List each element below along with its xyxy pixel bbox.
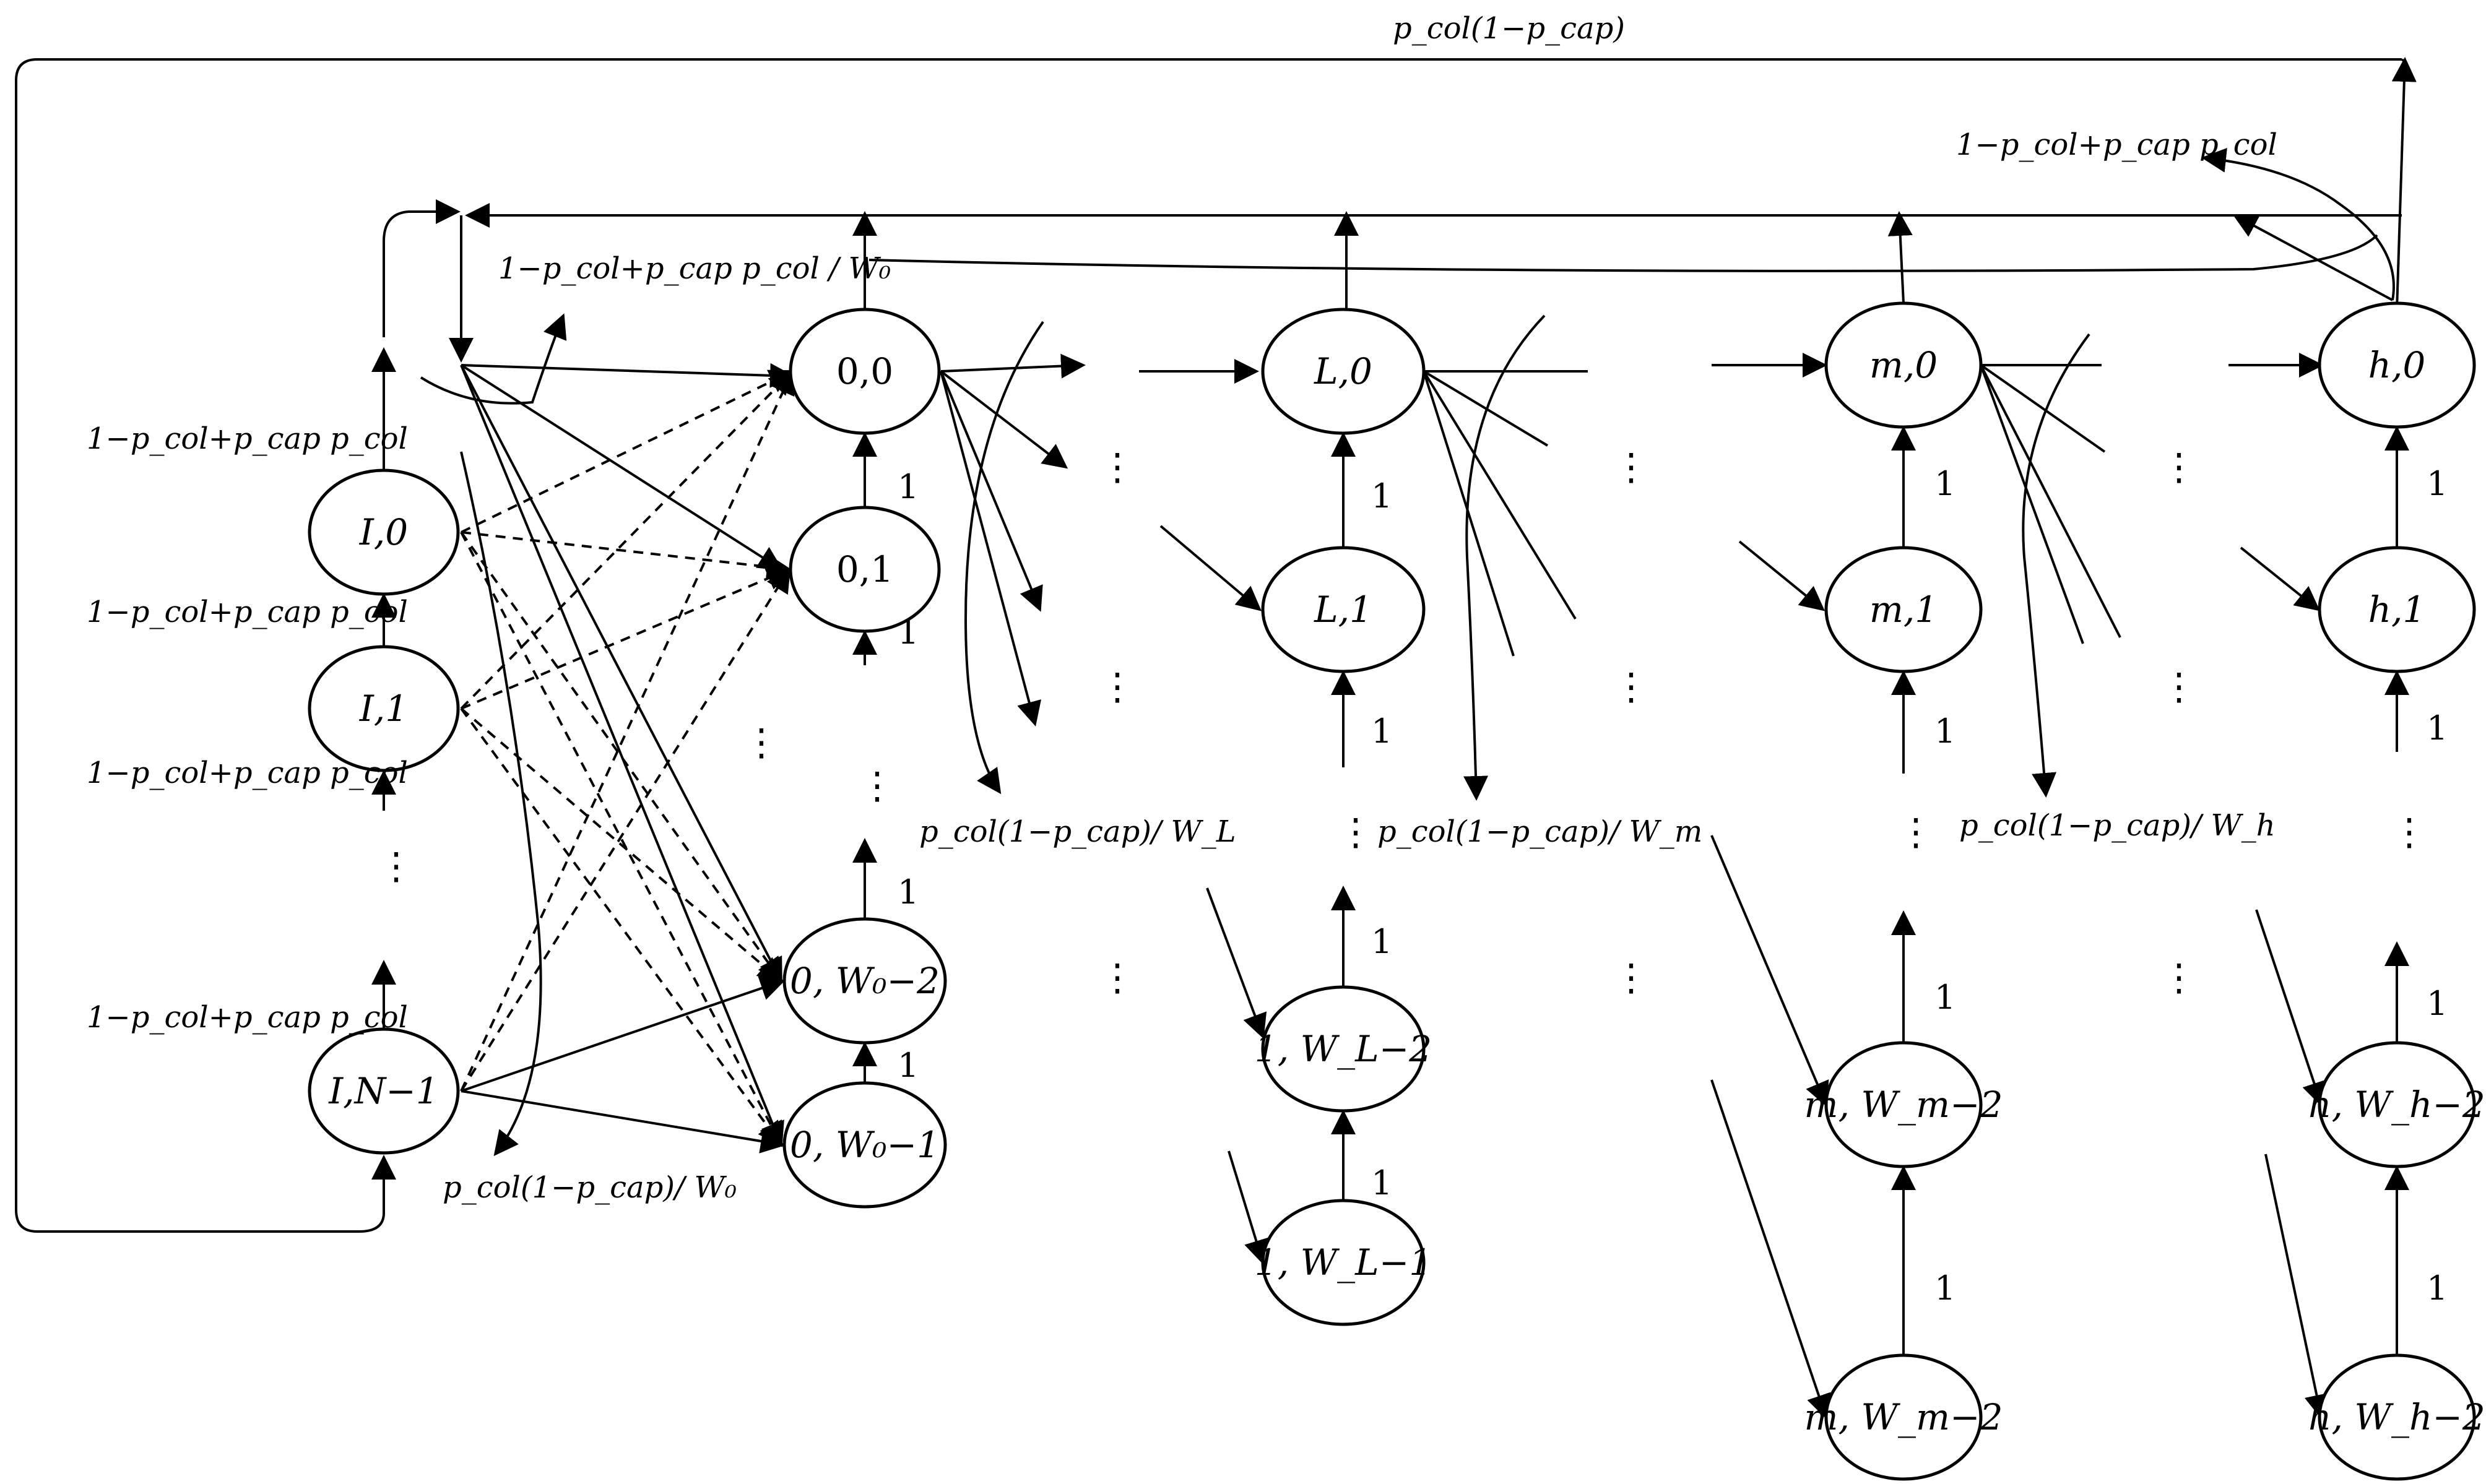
label-one-ha: 1 — [2427, 464, 2448, 503]
node-0-0-label: 0,0 — [836, 350, 893, 392]
outer-loop-edges — [15, 57, 2417, 1233]
node-L-WL-1-label: 1, W_L−1 — [1255, 1241, 1432, 1283]
label-one-Lb: 1 — [1371, 712, 1392, 751]
dots-stage0: ⋮ — [859, 764, 896, 808]
column-I: I,0 I,1 I,N−1 ⋮ 1−p_col+p_cap p_col 1−p_… — [87, 251, 891, 1205]
label-one-hd: 1 — [2427, 1269, 2448, 1308]
label-one-Lc: 1 — [1371, 922, 1392, 961]
dots-m-to-h-c: ⋮ — [2160, 956, 2198, 999]
node-m-1-label: m,1 — [1869, 589, 1938, 631]
dots-I: ⋮ — [378, 845, 415, 888]
node-L-WL-2-label: 1, W_L−2 — [1255, 1028, 1432, 1070]
label-to-stage0: p_col(1−p_cap)/ W₀ — [443, 1170, 737, 1205]
label-to-stageL: p_col(1−p_cap)/ W_L — [919, 814, 1236, 849]
node-m-Wm-2-label: m, W_m−2 — [1804, 1084, 2003, 1126]
label-one-La: 1 — [1371, 477, 1392, 516]
node-L-1-label: L,1 — [1314, 589, 1372, 631]
label-top-loop: p_col(1−p_cap) — [1393, 11, 1625, 46]
column-stage-m: m,0 m,1 m, W_m−2 m, W_m−2 ⋮ 1 1 1 1 ⋮ ⋮ … — [1710, 301, 2276, 1481]
label-one-0d: 1 — [898, 1046, 919, 1085]
label-one-0b: 1 — [898, 613, 919, 652]
label-one-0c: 1 — [898, 873, 919, 912]
dots-L-to-m-b: ⋮ — [1613, 665, 1650, 709]
node-I-0-label: I,0 — [359, 511, 408, 553]
dots-m-to-h-b: ⋮ — [2160, 665, 2198, 709]
column-stage-L: L,0 L,1 1, W_L−2 1, W_L−1 ⋮ 1 1 1 1 ⋮ ⋮ … — [1139, 308, 1702, 1326]
dots-stagem: ⋮ — [1897, 811, 1934, 854]
label-one-Ld: 1 — [1371, 1163, 1392, 1202]
node-m-Wm-2b-label: m, W_m−2 — [1804, 1396, 2003, 1438]
dots-m-to-h-a: ⋮ — [2160, 446, 2198, 489]
dots-between-I-and-0: ⋮ — [743, 721, 780, 764]
label-one-md: 1 — [1934, 1269, 1955, 1308]
node-m-0-label: m,0 — [1869, 344, 1938, 386]
label-one-mb: 1 — [1934, 712, 1955, 751]
label-Idots-up: 1−p_col+p_cap p_col — [87, 756, 408, 790]
label-one-0a: 1 — [898, 467, 919, 506]
node-0-1-label: 0,1 — [836, 548, 893, 590]
label-IN-up: 1−p_col+p_cap p_col — [87, 1000, 408, 1035]
node-I-N-1-label: I,N−1 — [328, 1070, 439, 1112]
dots-0-to-L-b: ⋮ — [1099, 665, 1136, 709]
label-I1-up: 1−p_col+p_cap p_col — [87, 595, 408, 629]
dots-stageL: ⋮ — [1337, 811, 1374, 854]
node-h-Wh-2b-label: h, W_h−2 — [2308, 1396, 2485, 1438]
node-h-1-label: h,1 — [2368, 589, 2426, 631]
label-one-hb: 1 — [2427, 709, 2448, 748]
node-L-0-label: L,0 — [1314, 350, 1372, 392]
column-stage-h: h,0 h,1 h, W_h−2 h, W_h−2 ⋮ 1 1 1 1 — [2228, 301, 2485, 1481]
label-to-stagem: p_col(1−p_cap)/ W_m — [1377, 814, 1702, 849]
label-one-hc: 1 — [2427, 984, 2448, 1023]
node-h-Wh-2-label: h, W_h−2 — [2308, 1084, 2485, 1126]
label-one-mc: 1 — [1934, 978, 1955, 1017]
node-h-0-label: h,0 — [2368, 344, 2426, 386]
label-I0-up: 1−p_col+p_cap p_col — [87, 421, 408, 456]
dots-0-to-L-a: ⋮ — [1099, 446, 1136, 489]
node-0-W0-1-label: 0, W₀−1 — [790, 1124, 940, 1166]
node-0-W0-2-label: 0, W₀−2 — [790, 960, 940, 1002]
dots-0-to-L-c: ⋮ — [1099, 956, 1136, 999]
dots-L-to-m-a: ⋮ — [1613, 446, 1650, 489]
dots-stageh: ⋮ — [2391, 811, 2428, 854]
column-stage-0: 0,0 0,1 0, W₀−2 0, W₀−1 ⋮ 1 1 1 1 ⋮ ⋮ ⋮ … — [782, 308, 1236, 1209]
label-to-stageh: p_col(1−p_cap)/ W_h — [1959, 808, 2276, 843]
label-stage0-feedback: 1−p_col+p_cap p_col / W₀ — [498, 251, 891, 286]
node-I-1-label: I,1 — [359, 688, 408, 730]
I-to-stage0-edges: ⋮ — [460, 363, 795, 1157]
label-one-ma: 1 — [1934, 464, 1955, 503]
label-h0-self: 1−p_col+p_cap p_col — [1956, 127, 2277, 162]
dots-L-to-m-c: ⋮ — [1613, 956, 1650, 999]
